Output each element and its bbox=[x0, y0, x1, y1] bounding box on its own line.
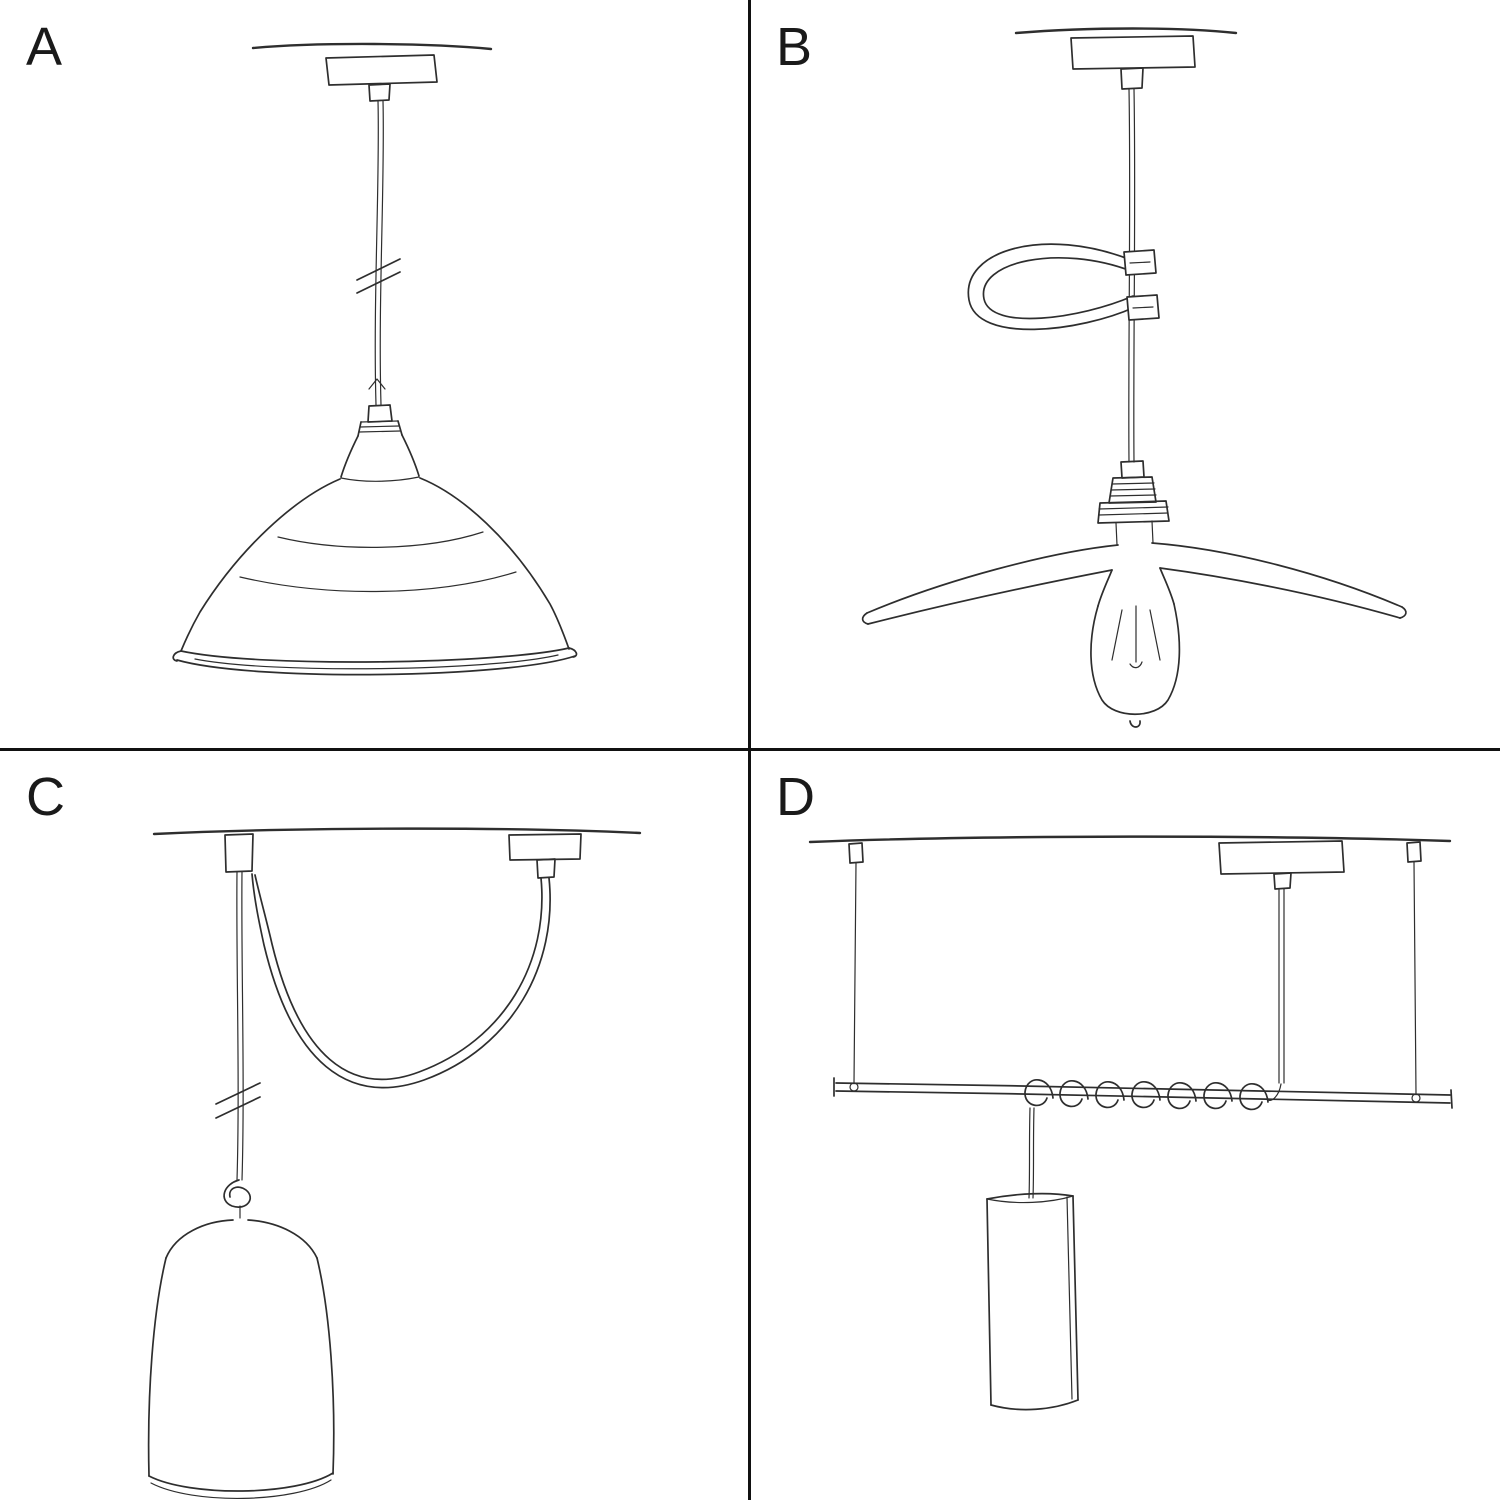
ceiling-rose bbox=[508, 833, 582, 879]
swag-hook-mount bbox=[224, 833, 254, 873]
panel-label-c: C bbox=[26, 767, 66, 827]
ceiling-line bbox=[251, 42, 493, 51]
ceiling-rose bbox=[325, 54, 438, 102]
ceiling-rose bbox=[1070, 35, 1196, 90]
pendant-flat-plate-shade-edison-bulb-sketch bbox=[861, 27, 1407, 728]
coiled-cable bbox=[1024, 1079, 1269, 1111]
lamp-holder bbox=[1097, 460, 1170, 546]
panel-label-b: B bbox=[776, 17, 814, 77]
bar-suspension-coiled-cable-tube-shade-sketch bbox=[808, 835, 1453, 1411]
suspension-wires bbox=[848, 841, 1422, 1103]
pendant-cable bbox=[1128, 88, 1136, 463]
panel-d: D bbox=[750, 750, 1500, 1500]
drop-cable bbox=[215, 871, 261, 1181]
ceiling-line bbox=[808, 835, 1452, 844]
bowl-lampshade bbox=[172, 477, 578, 676]
panel-a: A bbox=[0, 0, 750, 750]
horizontal-bar bbox=[833, 1077, 1453, 1109]
ceiling-line bbox=[152, 827, 642, 836]
panel-label-d: D bbox=[776, 767, 816, 827]
cable-loop-clip bbox=[967, 243, 1160, 331]
swag-pendant-bell-shade-sketch bbox=[147, 827, 642, 1499]
panel-label-a: A bbox=[26, 17, 64, 77]
edison-bulb bbox=[1090, 567, 1181, 728]
pendant-drop-cable bbox=[1028, 1107, 1035, 1199]
ceiling-line bbox=[1014, 27, 1238, 35]
horizontal-divider bbox=[0, 748, 1500, 751]
flat-plate-lampshade bbox=[861, 542, 1407, 625]
ceiling-rose bbox=[1218, 840, 1345, 890]
cable-knot bbox=[223, 1179, 251, 1219]
panel-c: C bbox=[0, 750, 750, 1500]
bell-lampshade bbox=[147, 1219, 335, 1499]
tube-lampshade bbox=[986, 1192, 1079, 1411]
lamp-holder bbox=[340, 404, 420, 482]
panel-b: B bbox=[750, 0, 1500, 750]
pendant-industrial-bowl-shade-sketch bbox=[172, 42, 578, 676]
pendant-cable bbox=[356, 100, 401, 406]
drop-cable bbox=[1267, 888, 1285, 1101]
swag-cable bbox=[251, 873, 551, 1089]
